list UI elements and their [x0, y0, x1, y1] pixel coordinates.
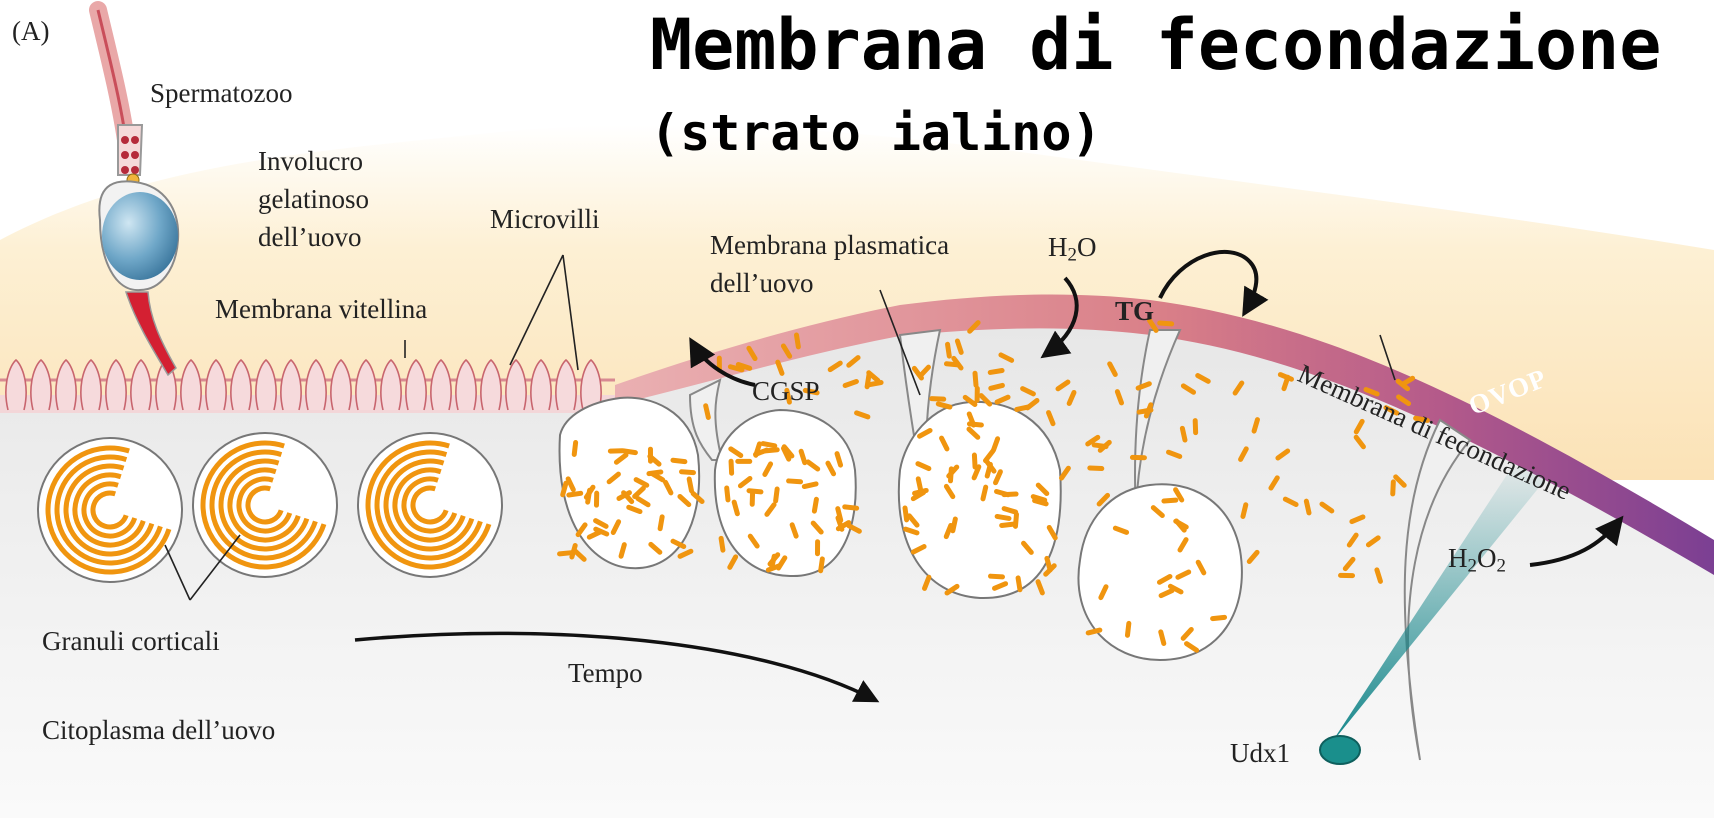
label-granuli-corticali: Granuli corticali — [42, 628, 220, 655]
label-citoplasma: Citoplasma dell’uovo — [42, 717, 275, 744]
label-membrana-plasmatica-1: Membrana plasmatica — [710, 232, 949, 259]
cortical-granule — [38, 438, 182, 582]
cortical-granule — [193, 433, 337, 577]
label-involucro-2: gelatinoso — [258, 186, 369, 213]
label-h2o2: H2O2 — [1448, 545, 1506, 577]
panel-label: (A) — [12, 18, 49, 45]
udx1-enzyme — [1320, 736, 1360, 764]
page-title: Membrana di fecondazione — [650, 10, 1661, 80]
page-subtitle: (strato ialino) — [650, 108, 1102, 158]
label-membrana-plasmatica-2: dell’uovo — [710, 270, 813, 297]
label-cgsp: CGSP — [752, 378, 820, 405]
label-spermatozoo: Spermatozoo — [150, 80, 292, 107]
label-tg: TG — [1115, 298, 1154, 325]
label-microvilli: Microvilli — [490, 206, 600, 233]
label-udx1: Udx1 — [1230, 740, 1290, 767]
label-involucro-1: Involucro — [258, 148, 363, 175]
label-membrana-vitellina: Membrana vitellina — [215, 296, 427, 323]
label-tempo: Tempo — [568, 660, 643, 687]
label-involucro-3: dell’uovo — [258, 224, 361, 251]
cortical-granule — [358, 433, 502, 577]
label-h2o: H2O — [1048, 234, 1096, 266]
cortical-granules — [38, 433, 502, 582]
